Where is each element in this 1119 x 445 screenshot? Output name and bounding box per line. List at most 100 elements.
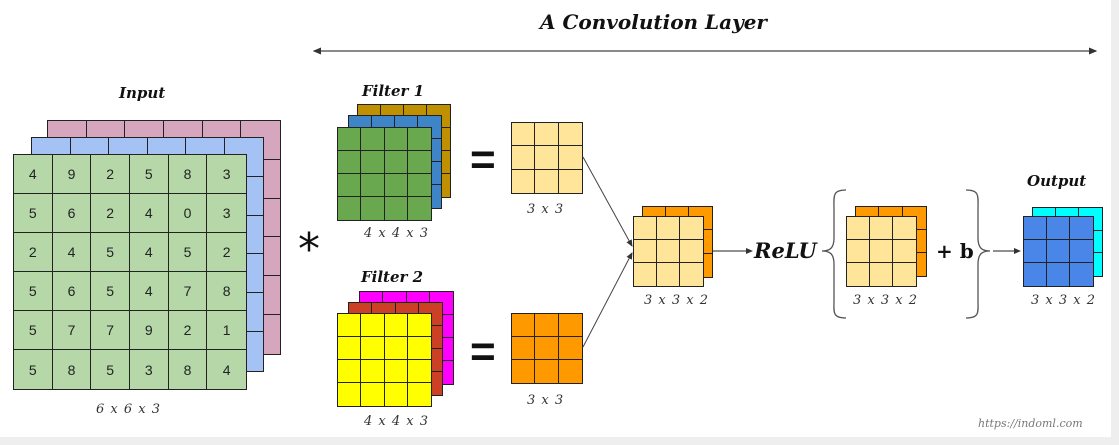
output-dims: 3 x 3 x 2 <box>1031 293 1097 308</box>
grid-cell <box>512 337 536 360</box>
result1-feature-map <box>511 122 583 194</box>
grid-cell: 4 <box>14 155 53 194</box>
grid-cell <box>361 174 385 197</box>
grid-cell <box>361 337 385 360</box>
grid-cell <box>634 240 657 263</box>
arrow-result1-to-stack <box>582 156 633 247</box>
grid-cell <box>512 123 536 147</box>
grid-cell <box>338 174 362 197</box>
grid-cell <box>1070 240 1093 263</box>
grid-cell: 5 <box>14 311 53 350</box>
grid-cell <box>384 314 408 337</box>
grid-cell <box>535 360 559 383</box>
grid-cell <box>680 240 703 263</box>
result1-dims: 3 x 3 <box>527 202 565 217</box>
grid-cell <box>338 151 362 174</box>
grid-cell <box>407 360 431 383</box>
grid-cell <box>407 337 431 360</box>
grid-cell: 8 <box>207 272 246 311</box>
grid-cell <box>338 314 362 337</box>
convolution-operator: * <box>298 224 320 275</box>
result2-feature-map <box>511 313 583 384</box>
grid-cell <box>870 217 893 240</box>
grid-cell <box>1024 240 1047 263</box>
grid-cell: 7 <box>52 311 92 350</box>
grid-cell: 0 <box>168 194 208 233</box>
grid-cell <box>893 263 916 286</box>
grid-cell: 5 <box>168 233 208 272</box>
grid-cell <box>407 128 431 151</box>
grid-cell <box>384 174 408 197</box>
grid-cell: 3 <box>207 194 246 233</box>
grid-cell: 2 <box>91 155 130 194</box>
grid-cell <box>361 383 385 406</box>
arrow-result2-to-stack <box>582 252 633 348</box>
grid-cell <box>634 217 657 240</box>
grid-cell <box>535 337 559 360</box>
grid-cell <box>384 337 408 360</box>
grid-cell <box>385 197 408 220</box>
equals-sign-2: = <box>470 327 496 376</box>
input-dims: 6 x 6 x 3 <box>96 402 162 417</box>
grid-cell <box>407 314 431 337</box>
grid-cell <box>1047 263 1070 286</box>
equals-sign-1: = <box>470 135 496 184</box>
grid-cell <box>558 337 582 360</box>
grid-cell: 4 <box>52 233 92 272</box>
grid-cell <box>657 217 680 240</box>
grid-cell <box>680 263 703 286</box>
grid-cell: 1 <box>207 311 246 350</box>
grid-cell: 4 <box>130 272 169 311</box>
grid-cell: 9 <box>130 311 169 350</box>
grid-cell <box>535 314 559 337</box>
grid-cell: 2 <box>14 233 53 272</box>
grid-cell <box>558 314 582 337</box>
grid-cell <box>512 169 536 193</box>
stacked-dims: 3 x 3 x 2 <box>644 293 710 308</box>
grid-cell: 6 <box>52 194 92 233</box>
grid-cell <box>407 174 431 197</box>
bias-block-dims: 3 x 3 x 2 <box>853 293 919 308</box>
grid-cell: 5 <box>130 155 169 194</box>
grid-cell <box>361 151 385 174</box>
grid-cell <box>657 240 680 263</box>
grid-cell: 5 <box>14 350 53 389</box>
stacked-map-front <box>633 216 704 287</box>
grid-cell <box>361 314 385 337</box>
grid-cell: 8 <box>53 350 92 389</box>
grid-cell <box>338 383 362 406</box>
filter1-label: Filter 1 <box>362 82 425 100</box>
grid-cell: 5 <box>91 350 130 389</box>
filter1-channel-1 <box>337 127 432 221</box>
grid-cell <box>680 217 703 240</box>
grid-cell <box>1024 217 1047 240</box>
grid-cell <box>338 360 362 383</box>
grid-cell: 7 <box>168 272 208 311</box>
grid-cell <box>893 217 916 240</box>
filter1-dims: 4 x 4 x 3 <box>364 226 430 241</box>
grid-cell: 3 <box>207 155 246 194</box>
filter2-channel-1 <box>337 313 432 407</box>
input-label: Input <box>119 84 166 102</box>
grid-cell <box>870 263 893 286</box>
grid-cell <box>1024 263 1047 286</box>
grid-cell: 8 <box>168 155 208 194</box>
layer-title: A Convolution Layer <box>540 10 767 34</box>
grid-cell <box>535 169 559 193</box>
output-channel-1 <box>1023 216 1094 287</box>
grid-cell <box>559 360 582 383</box>
watermark: https://indoml.com <box>978 417 1083 430</box>
grid-cell <box>847 263 870 286</box>
grid-cell: 4 <box>222 361 231 378</box>
grid-cell <box>338 197 362 220</box>
grid-cell <box>361 128 385 151</box>
grid-cell <box>1047 217 1070 240</box>
grid-cell <box>408 197 431 220</box>
filter2-dims: 4 x 4 x 3 <box>364 414 430 429</box>
grid-cell: 2 <box>207 233 246 272</box>
grid-cell <box>512 146 536 170</box>
grid-cell: 2 <box>168 311 208 350</box>
result2-dims: 3 x 3 <box>527 393 565 408</box>
